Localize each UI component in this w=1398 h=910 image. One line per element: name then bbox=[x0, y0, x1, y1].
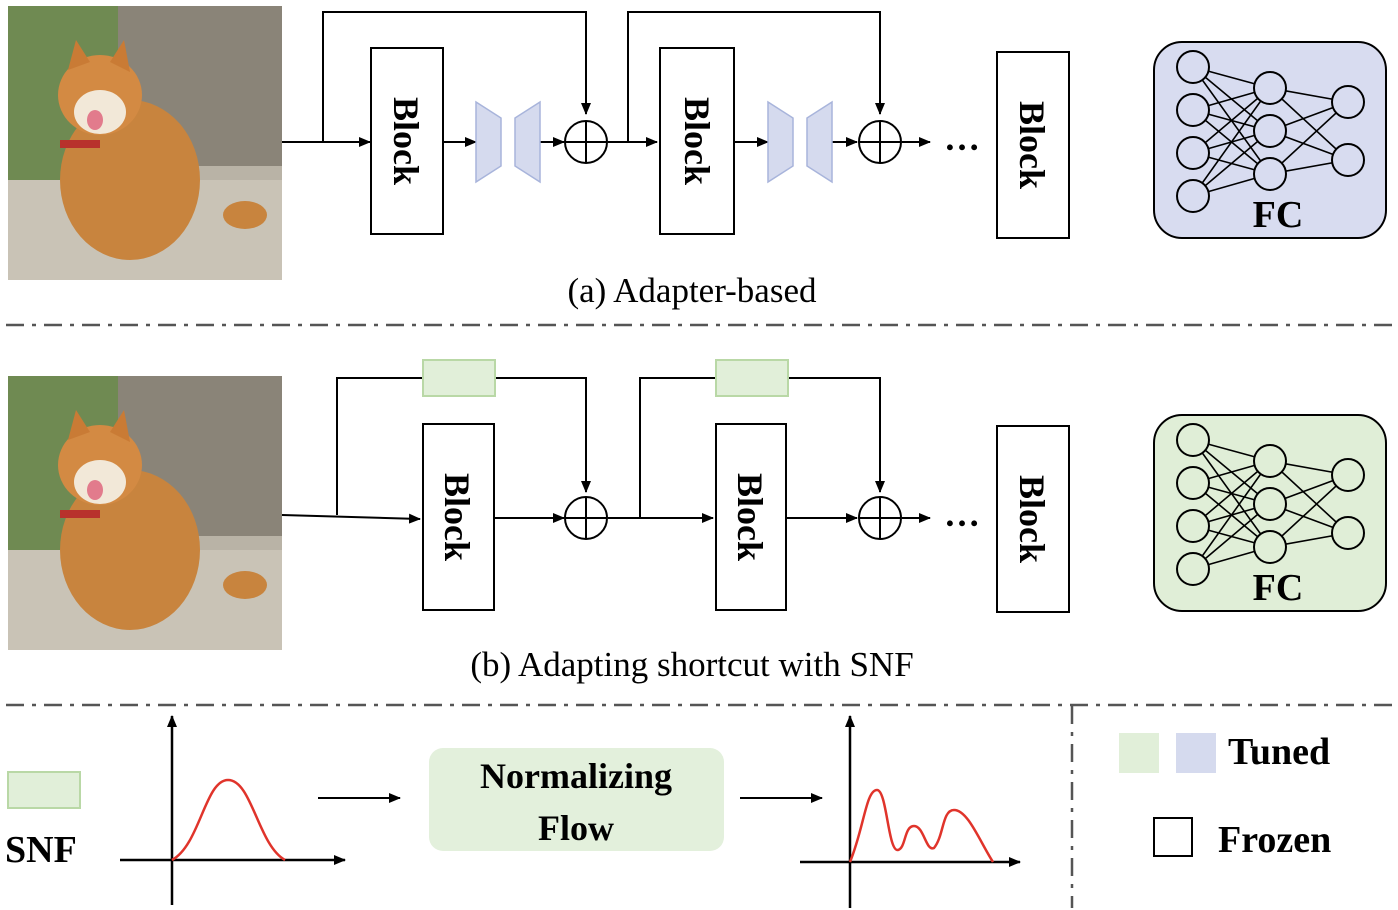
caption-b: (b) Adapting shortcut with SNF bbox=[470, 645, 913, 684]
fc-a-label: FC bbox=[1253, 194, 1304, 236]
tuned-green-swatch bbox=[1119, 733, 1159, 773]
multimodal-curve bbox=[848, 788, 995, 863]
block-b2: Block bbox=[715, 423, 787, 611]
main-path-a bbox=[282, 11, 931, 147]
dog-image-b bbox=[8, 376, 282, 650]
snf-module-b2 bbox=[715, 359, 789, 397]
input-distribution-plot bbox=[120, 715, 346, 905]
gaussian-curve bbox=[171, 778, 286, 862]
fc-b-label: FC bbox=[1253, 567, 1304, 609]
output-distribution-plot bbox=[800, 715, 1021, 908]
frozen-swatch bbox=[1153, 817, 1193, 857]
dog-image-a bbox=[8, 6, 282, 280]
ellipsis-b: … bbox=[944, 494, 980, 534]
block-b3-label: Block bbox=[1012, 475, 1052, 563]
tuned-legend: Tuned bbox=[1119, 731, 1330, 773]
block-a3-label: Block bbox=[1012, 101, 1052, 189]
fc-b: FC bbox=[1153, 414, 1387, 612]
fc-a: FC bbox=[1153, 41, 1387, 239]
flow-label-line2: Flow bbox=[538, 808, 614, 848]
caption-a: (a) Adapter-based bbox=[567, 271, 817, 310]
tuned-blue-swatch bbox=[1176, 733, 1216, 773]
snf-legend-swatch bbox=[7, 771, 81, 809]
block-a2: Block bbox=[659, 47, 735, 235]
snf-legend-label: SNF bbox=[5, 829, 77, 871]
frozen-label: Frozen bbox=[1218, 819, 1331, 861]
main-path-b bbox=[281, 377, 931, 524]
block-b1: Block bbox=[422, 423, 495, 611]
add-node-a1 bbox=[564, 120, 608, 164]
frozen-legend: Frozen bbox=[1153, 817, 1331, 861]
block-b1-label: Block bbox=[437, 473, 477, 561]
block-b2-label: Block bbox=[730, 473, 770, 561]
add-node-a2 bbox=[858, 120, 902, 164]
block-a1: Block bbox=[370, 47, 444, 235]
adapter-a2 bbox=[767, 100, 833, 184]
normalizing-flow-box: Normalizing Flow bbox=[429, 748, 724, 851]
tuned-label: Tuned bbox=[1228, 731, 1330, 773]
flow-label-line1: Normalizing bbox=[480, 756, 672, 796]
block-a2-label: Block bbox=[677, 97, 717, 185]
add-node-b2 bbox=[858, 496, 902, 540]
block-a3: Block bbox=[996, 51, 1070, 239]
adapter-a1 bbox=[475, 100, 541, 184]
ellipsis-a: … bbox=[944, 118, 980, 158]
block-a1-label: Block bbox=[386, 97, 426, 185]
add-node-b1 bbox=[564, 496, 608, 540]
block-b3: Block bbox=[996, 425, 1070, 613]
snf-module-b1 bbox=[422, 359, 496, 397]
